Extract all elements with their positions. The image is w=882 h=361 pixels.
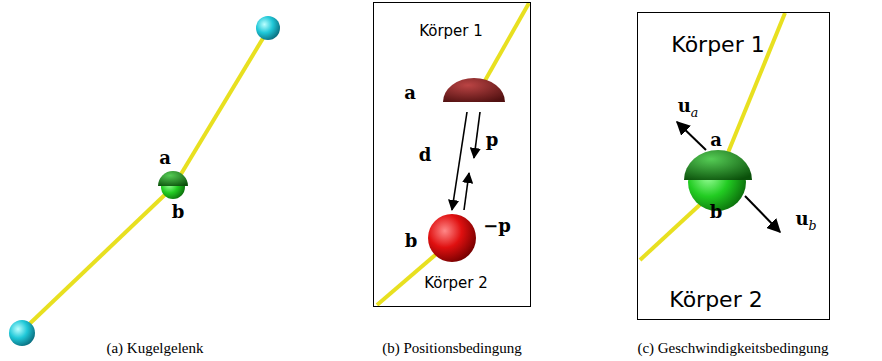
vector-label: p — [486, 131, 499, 149]
body-panel: Körper 1 Körper 2 — [373, 2, 531, 307]
body-label: Körper 1 — [419, 22, 483, 40]
caption: (c) Geschwindigkeitsbedingung — [637, 341, 828, 356]
vector-label: ua — [678, 97, 699, 119]
point-label: a — [710, 131, 722, 149]
body-label: Körper 2 — [669, 287, 762, 312]
body-panel: Körper 1 Körper 2 — [637, 12, 830, 320]
point-label: b — [172, 203, 185, 221]
vector-label: d — [419, 146, 432, 164]
point-label: b — [405, 232, 418, 250]
point-label: a — [404, 84, 416, 102]
vector-label: −p — [483, 217, 511, 235]
point-label: b — [710, 203, 723, 221]
body-label: Körper 1 — [671, 32, 764, 57]
point-label: a — [159, 149, 171, 167]
caption: (b) Positionsbedingung — [382, 341, 522, 356]
body-label: Körper 2 — [424, 274, 488, 292]
caption: (a) Kugelgelenk — [106, 341, 203, 356]
vector-label: ub — [795, 210, 816, 232]
